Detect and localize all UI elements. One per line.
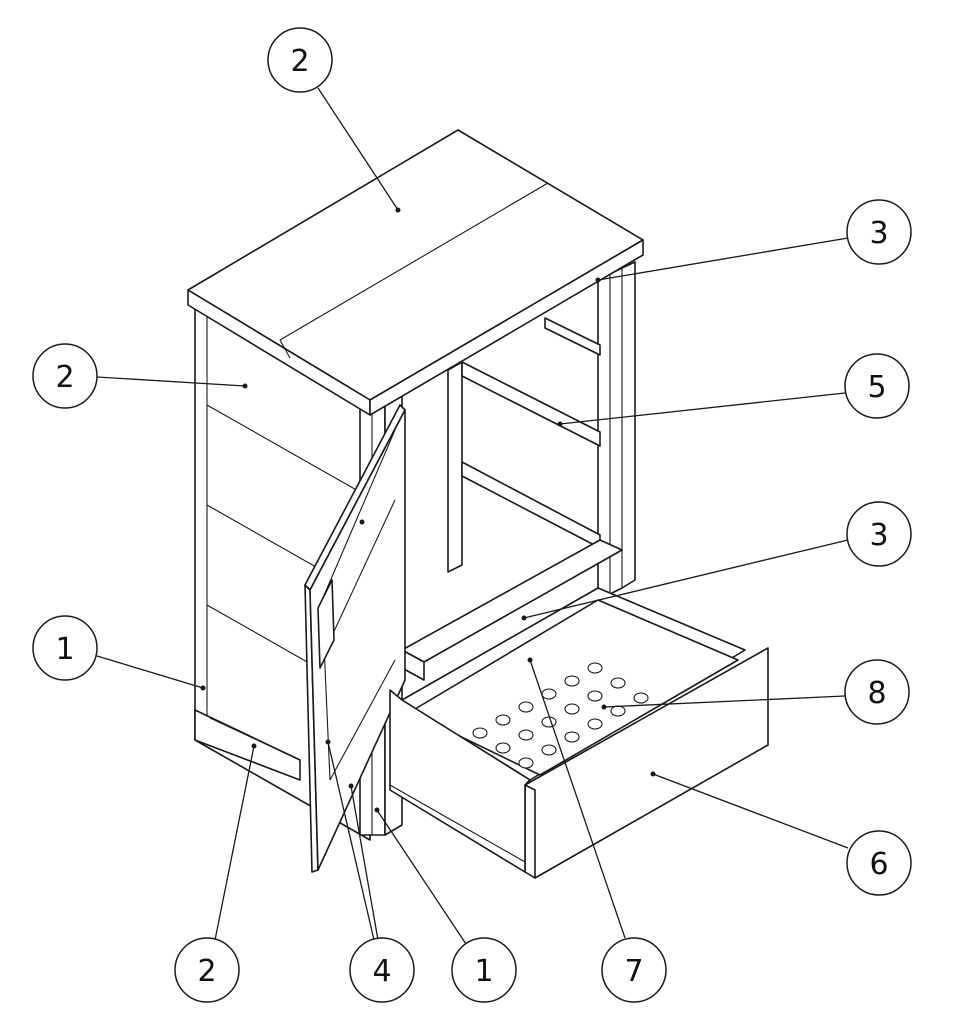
top-panel <box>187 129 644 416</box>
callout-bubble <box>844 353 910 419</box>
callout-label: 4 <box>372 954 391 989</box>
callout-label: 3 <box>869 518 888 553</box>
callout-right-3-lower: 3 <box>846 501 912 567</box>
callout-right-6: 6 <box>846 830 912 896</box>
callout-bubble <box>846 501 912 567</box>
callout-right-5: 5 <box>844 353 910 419</box>
callout-right-8: 8 <box>844 659 910 725</box>
callout-bubble <box>349 937 415 1003</box>
callout-left-1: 1 <box>32 615 98 681</box>
callout-bubble <box>174 937 240 1003</box>
callout-bubble <box>846 830 912 896</box>
drawer-holes <box>472 662 649 769</box>
callout-right-3-upper: 3 <box>846 199 912 265</box>
callout-bottom-7: 7 <box>601 937 667 1003</box>
callout-bubble <box>267 27 333 93</box>
callout-label: 2 <box>197 954 216 989</box>
callout-bottom-1: 1 <box>451 937 517 1003</box>
open-door <box>304 404 406 873</box>
callout-bottom-4: 4 <box>349 937 415 1003</box>
callout-bubble <box>601 937 667 1003</box>
callout-label: 3 <box>869 216 888 251</box>
callout-bubble <box>32 343 98 409</box>
callout-label: 2 <box>55 360 74 395</box>
callout-label: 8 <box>867 676 886 711</box>
callout-label: 6 <box>869 847 888 882</box>
back-frame <box>369 261 636 721</box>
callout-top-2: 2 <box>267 27 333 93</box>
callout-bubble <box>846 199 912 265</box>
callout-label: 1 <box>55 632 74 667</box>
callout-label: 1 <box>474 954 493 989</box>
callout-label: 2 <box>290 44 309 79</box>
callout-label: 5 <box>867 370 886 405</box>
callout-bubble <box>451 937 517 1003</box>
callout-bottom-2: 2 <box>174 937 240 1003</box>
cabinet-drawing <box>187 129 769 879</box>
leader-lines <box>96 87 849 945</box>
callout-side-2: 2 <box>32 343 98 409</box>
callout-bubble <box>32 615 98 681</box>
callout-label: 7 <box>624 954 643 989</box>
callout-bubble <box>844 659 910 725</box>
